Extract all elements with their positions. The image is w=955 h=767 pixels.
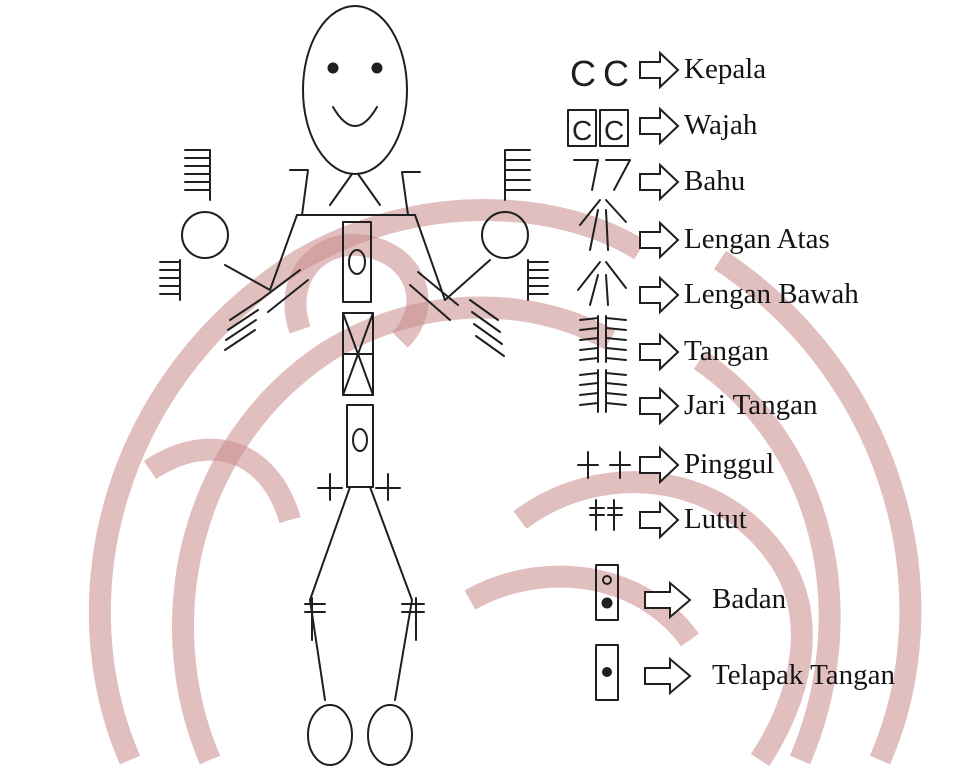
label-lengan-atas: Lengan Atas	[684, 225, 830, 254]
arrow-icon	[640, 223, 678, 257]
label-jari-tangan: Jari Tangan	[684, 391, 818, 420]
figure-left-arm	[160, 150, 308, 350]
shoulder-icon	[574, 160, 630, 190]
body-box-icon	[596, 565, 618, 620]
svg-text:C: C	[604, 115, 624, 146]
label-wajah: Wajah	[684, 111, 757, 140]
arrow-icon	[640, 448, 678, 482]
svg-text:C: C	[572, 115, 592, 146]
upper-arm-icon	[580, 200, 626, 250]
hip-cross-icon	[578, 452, 630, 478]
arrow-icon	[640, 165, 678, 199]
label-kepala: Kepala	[684, 55, 766, 84]
knee-icon	[590, 500, 622, 530]
arrow-icon	[640, 389, 678, 423]
label-badan: Badan	[712, 585, 786, 614]
arrow-icon	[640, 503, 678, 537]
figure-shoulders	[290, 170, 420, 215]
figure-right-arm	[410, 150, 548, 356]
head-cc-icon: C C	[570, 53, 629, 94]
label-bahu: Bahu	[684, 167, 745, 196]
finger-icon	[580, 370, 626, 412]
arrow-icon	[640, 278, 678, 312]
lower-arm-icon	[578, 262, 626, 305]
figure-legs	[305, 474, 424, 765]
face-boxed-cc-icon: C C	[568, 110, 628, 146]
svg-text:C: C	[603, 53, 629, 94]
palm-box-icon	[596, 645, 618, 700]
label-pinggul: Pinggul	[684, 450, 774, 479]
arrow-icon	[640, 335, 678, 369]
arrow-icon	[645, 583, 690, 617]
label-telapak-tangan: Telapak Tangan	[712, 661, 895, 690]
label-lutut: Lutut	[684, 505, 747, 534]
arrow-icon	[640, 109, 678, 143]
svg-text:C: C	[570, 53, 596, 94]
arrow-icon	[645, 659, 690, 693]
arrow-icon	[640, 53, 678, 87]
label-tangan: Tangan	[684, 337, 769, 366]
hand-icon	[580, 316, 626, 362]
label-lengan-bawah: Lengan Bawah	[684, 280, 859, 309]
figure-head	[303, 6, 407, 174]
figure-torso	[343, 222, 373, 487]
